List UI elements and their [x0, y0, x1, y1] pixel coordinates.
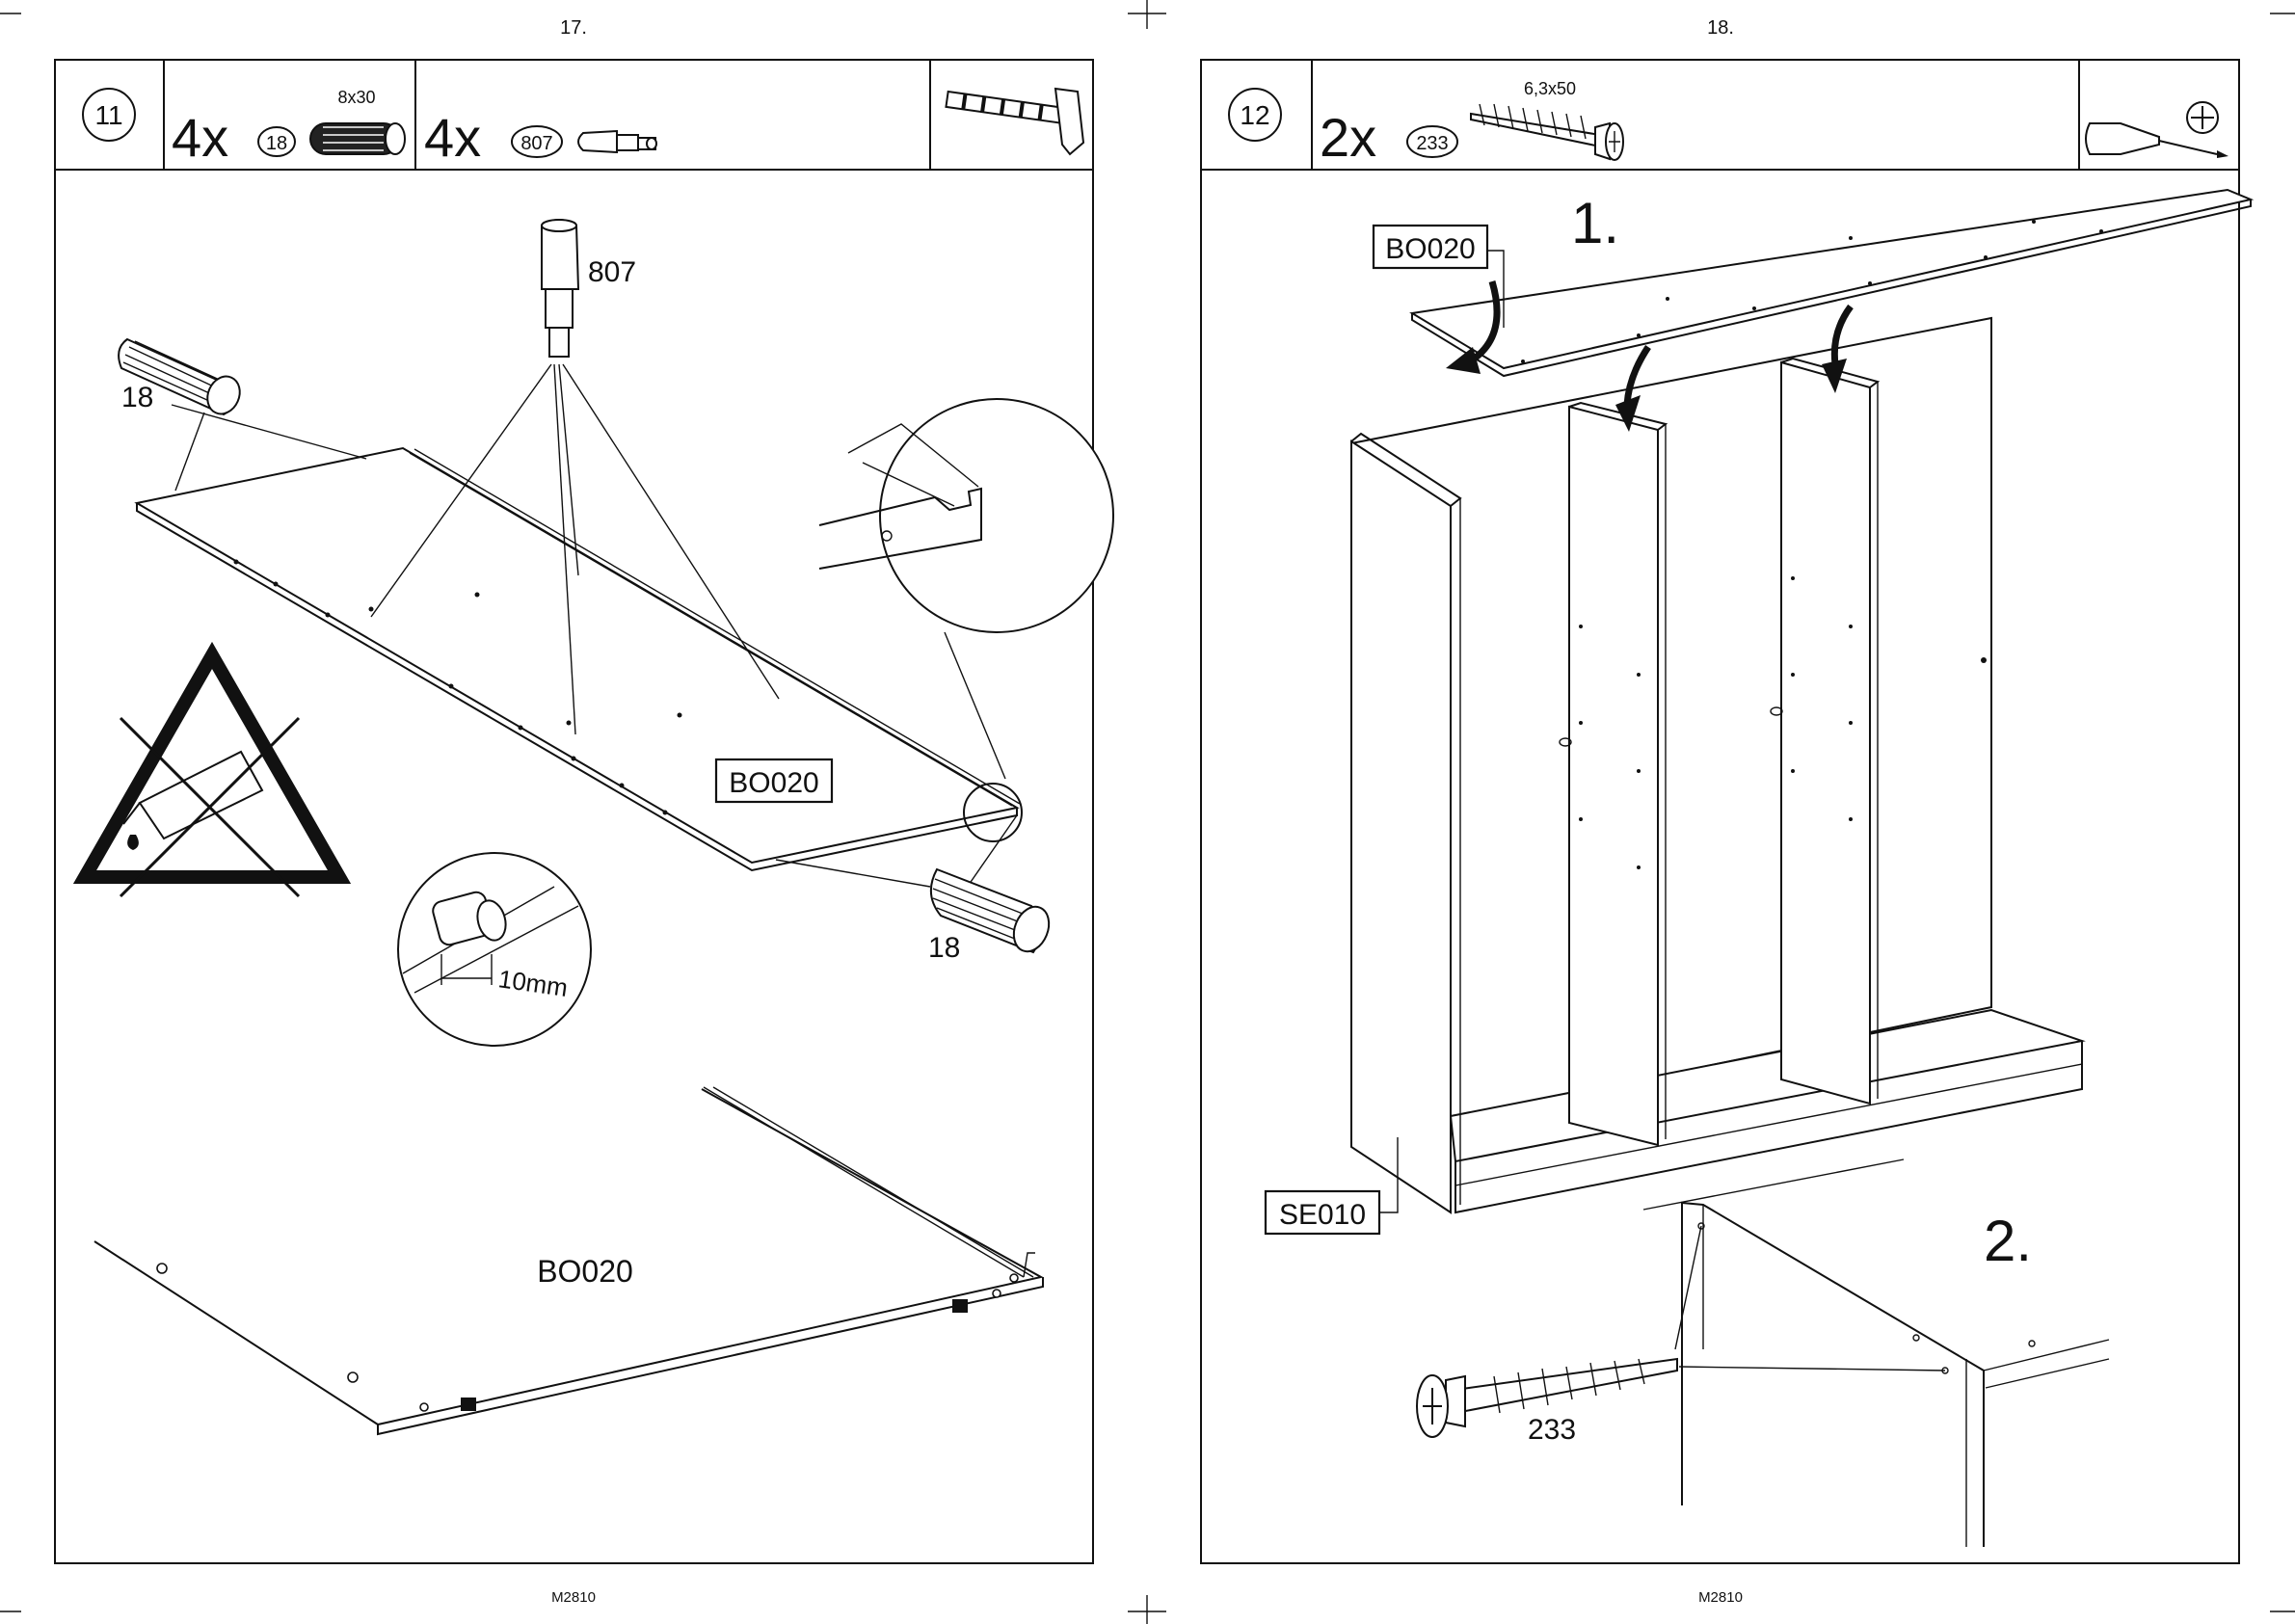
step-number: 11: [94, 100, 122, 130]
no-glue-warning-icon: [85, 655, 339, 896]
screw-callout-label: 233: [1528, 1414, 1576, 1446]
hammer-icon: [946, 89, 1083, 154]
side-panel-label: SE010: [1279, 1199, 1366, 1231]
step-header: 11 4x 18 8x30 4x 807: [55, 60, 1093, 170]
part-quantity: 4x: [424, 107, 481, 168]
phillips-screwdriver-icon: [2086, 102, 2228, 158]
page-number: 17.: [560, 17, 587, 39]
step-header: 12 2x 233 6,3x50: [1201, 60, 2239, 170]
connector-pin-icon: [578, 131, 656, 152]
top-panel-drawing: [1412, 190, 2251, 376]
bottom-panel-label: BO020: [537, 1254, 633, 1289]
part-size: 6,3x50: [1524, 79, 1576, 98]
cabinet-drawing: [1351, 318, 2082, 1212]
substep-2-label: 2.: [1984, 1209, 2032, 1273]
screw-icon: [1471, 104, 1623, 160]
corner-joint-detail: [1643, 1159, 2109, 1547]
panel-label: BO020: [729, 767, 818, 799]
part-id: 807: [520, 133, 552, 154]
part-quantity: 2x: [1320, 107, 1376, 168]
wooden-dowel-icon: [310, 123, 405, 154]
footer-code: M2810: [1698, 1589, 1743, 1606]
part-quantity: 4x: [172, 107, 228, 168]
part-id: 18: [266, 133, 287, 154]
step-number: 12: [1240, 100, 1269, 130]
dowel-callout-label: 18: [928, 932, 960, 964]
page-left: 17. 11 4x 18 8x30: [55, 17, 1113, 1606]
part-id: 233: [1416, 133, 1448, 154]
page-number: 18.: [1707, 17, 1734, 39]
page-right: 18. 12 2x 233 6,3x50: [1201, 17, 2251, 1606]
dowel-callout-label: 18: [121, 382, 153, 413]
detail-zoom-dowel-depth: [398, 853, 591, 1046]
substep-1-label: 1.: [1571, 191, 1619, 255]
footer-code: M2810: [551, 1589, 596, 1606]
shelf-panel-drawing: [137, 364, 1020, 887]
top-panel-label: BO020: [1385, 233, 1475, 265]
part-size: 8x30: [337, 88, 375, 107]
pin-callout-label: 807: [588, 256, 636, 288]
connector-pin-icon: [542, 220, 578, 357]
